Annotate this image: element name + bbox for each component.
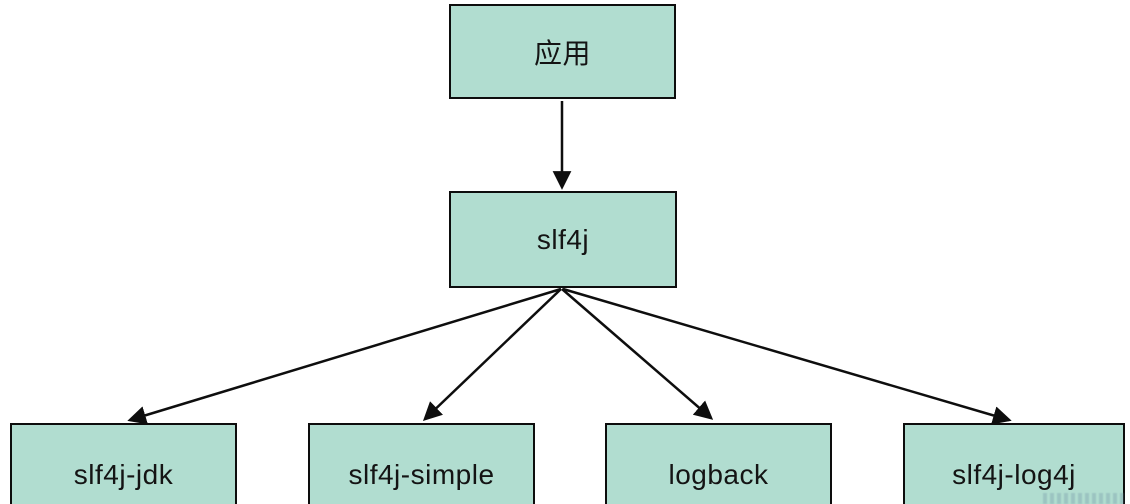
edge-slf4j-to-simple [422, 288, 562, 421]
node-logback-label: logback [668, 459, 769, 490]
node-slf4j: slf4j [449, 191, 677, 288]
node-slf4j-label: slf4j [536, 223, 590, 255]
node-logback: logback [605, 423, 832, 504]
edge-slf4j-to-jdk [127, 287, 562, 425]
node-app: 应用 [449, 4, 676, 99]
watermark-illegible [1043, 493, 1127, 504]
node-slf4j-jdk: slf4j-jdk [10, 423, 237, 504]
node-slf4j-log4j-label: slf4j-log4j [952, 459, 1076, 490]
edge-slf4j-to-logback [561, 288, 714, 420]
node-slf4j-simple: slf4j-simple [308, 423, 535, 504]
node-app-label: 应用 [533, 37, 591, 69]
node-slf4j-jdk-label: slf4j-jdk [73, 459, 174, 490]
node-slf4j-simple-label: slf4j-simple [348, 459, 495, 490]
edge-slf4j-to-log4j [562, 287, 1012, 425]
node-slf4j-log4j: slf4j-log4j [903, 423, 1125, 504]
